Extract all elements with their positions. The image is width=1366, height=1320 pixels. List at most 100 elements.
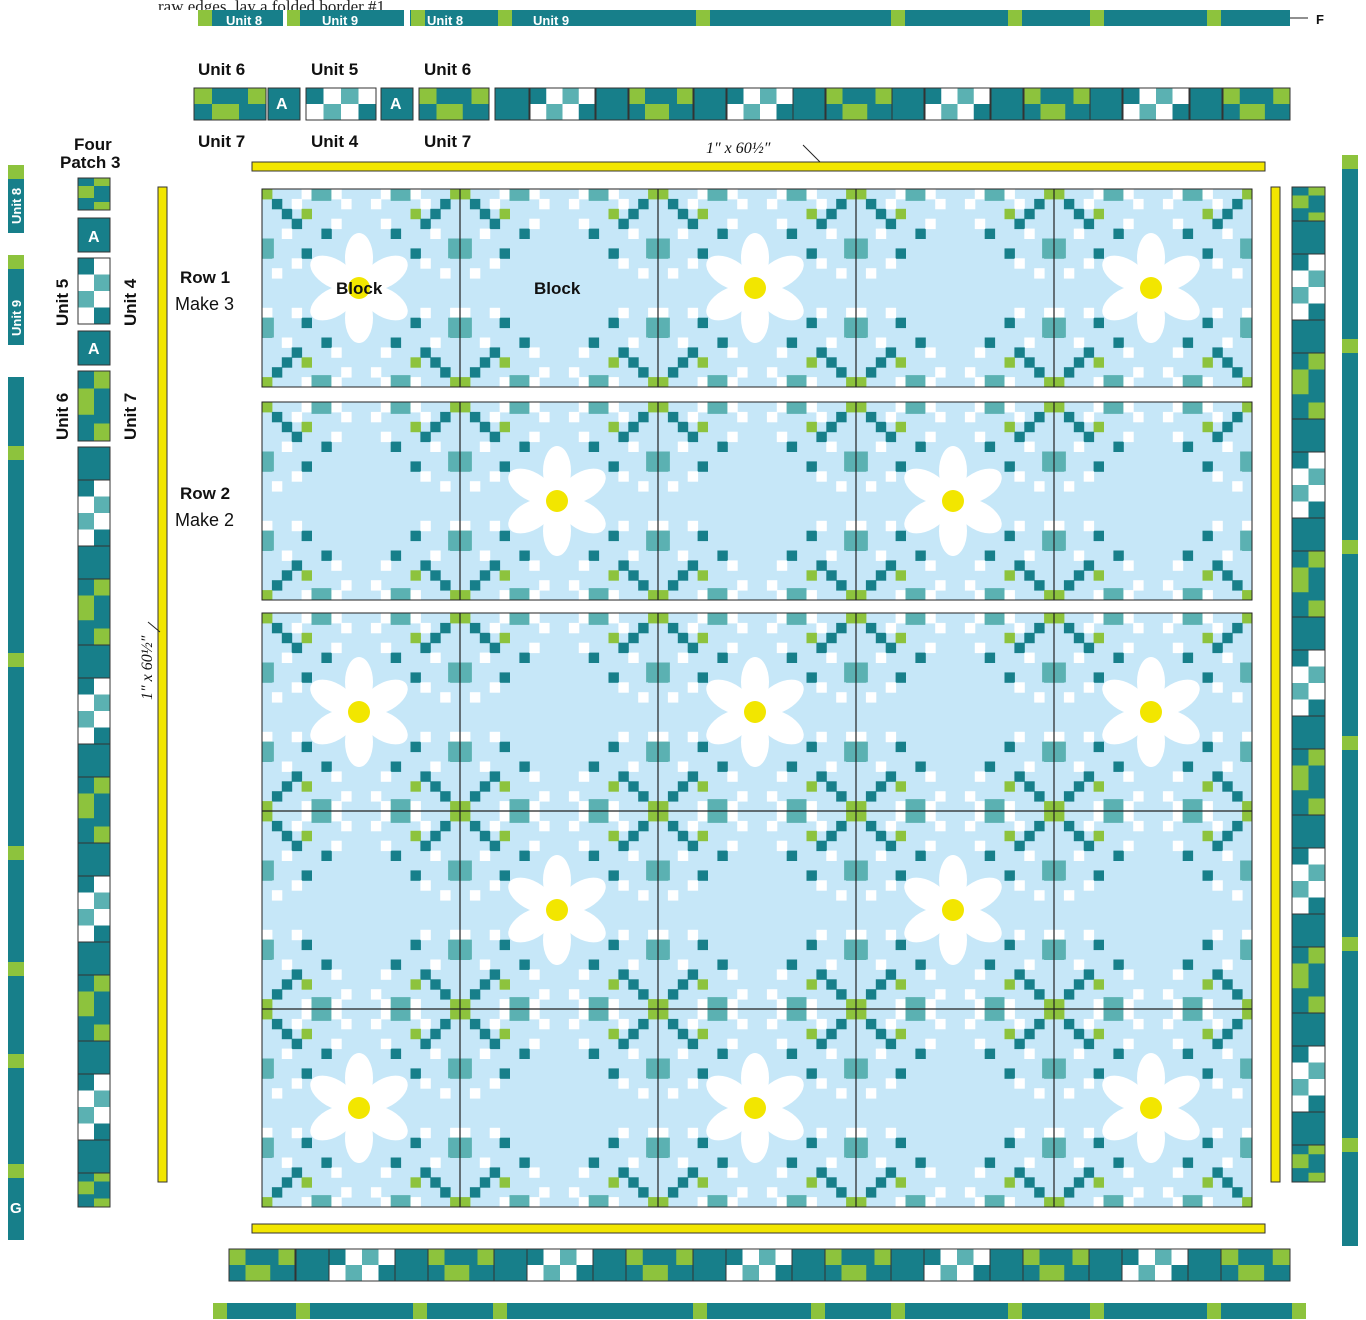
edge-bar — [708, 588, 728, 600]
inner-patch — [529, 432, 539, 442]
inner-patch — [1005, 742, 1015, 752]
inner-patch — [886, 471, 896, 481]
block-patch — [816, 821, 826, 831]
block-patch — [965, 580, 975, 590]
block-patch — [876, 209, 886, 219]
unit-patch — [1292, 452, 1309, 469]
inner-patch — [807, 742, 817, 752]
edge-bar — [856, 531, 868, 551]
block-patch — [896, 831, 906, 841]
block-patch — [876, 653, 886, 663]
inner-patch — [381, 1167, 391, 1177]
unit-block — [1190, 88, 1222, 120]
block-patch — [450, 590, 460, 600]
block-patch — [678, 781, 688, 791]
edge-bar — [1240, 861, 1252, 881]
unit-patch — [212, 104, 239, 120]
block-patch — [1242, 402, 1252, 412]
inner-patch — [925, 432, 935, 442]
block-patch — [262, 801, 272, 811]
block-patch — [381, 613, 391, 623]
quilt-block — [856, 613, 1055, 812]
block-patch — [1203, 402, 1213, 412]
block-patch — [807, 1009, 817, 1019]
block-patch — [470, 692, 480, 702]
block-patch — [1094, 831, 1104, 841]
block-patch — [668, 481, 678, 491]
block-patch — [450, 613, 460, 623]
inner-patch — [1094, 531, 1104, 541]
block-patch — [658, 613, 668, 623]
edge-bar — [787, 811, 807, 823]
inner-patch — [896, 742, 906, 752]
inner-patch — [717, 851, 727, 861]
block-patch — [539, 791, 549, 801]
block-patch — [411, 831, 421, 841]
block-patch — [1203, 570, 1213, 580]
block-patch — [638, 412, 648, 422]
unit-patch — [1309, 187, 1326, 196]
block-patch — [1044, 999, 1054, 1009]
block-patch — [836, 692, 846, 702]
border-green — [1008, 10, 1022, 26]
edge-bar — [460, 663, 472, 683]
unit-patch — [1221, 1249, 1238, 1265]
inner-patch — [777, 771, 787, 781]
block-patch — [777, 1009, 787, 1019]
block-patch — [925, 189, 935, 199]
inner-patch — [925, 1167, 935, 1177]
top-unit9-label-2: Unit 9 — [533, 13, 569, 28]
inner-patch — [915, 442, 925, 452]
block-patch — [1074, 851, 1084, 861]
block-patch — [698, 1029, 708, 1039]
block-patch — [1014, 347, 1024, 357]
inner-patch — [1183, 442, 1193, 452]
dimension-leader — [803, 145, 820, 162]
block-patch — [490, 623, 500, 633]
edge-bar — [708, 613, 728, 625]
inner-patch — [1123, 347, 1133, 357]
quilt-block — [1054, 189, 1253, 388]
edge-bar — [856, 940, 868, 960]
unit-block — [78, 942, 110, 975]
block-patch — [886, 432, 896, 442]
block-patch — [272, 412, 282, 422]
block-patch — [618, 821, 628, 831]
unit-patch — [379, 1265, 396, 1281]
block-patch — [1094, 189, 1104, 199]
block-patch — [440, 268, 450, 278]
block-patch — [975, 377, 985, 387]
block-patch — [816, 841, 826, 851]
block-patch — [698, 781, 708, 791]
block-patch — [1064, 890, 1074, 900]
block-patch — [609, 422, 619, 432]
block-patch — [668, 821, 678, 831]
inner-patch — [787, 1158, 797, 1168]
inner-patch — [777, 560, 787, 570]
edge-bar — [985, 811, 1005, 823]
block-patch — [480, 442, 490, 452]
block-patch — [698, 1177, 708, 1187]
unit-patch — [306, 88, 324, 104]
block-patch — [816, 969, 826, 979]
block-patch — [777, 189, 787, 199]
block-patch — [1084, 1167, 1094, 1177]
inner-patch — [698, 248, 708, 258]
block-patch — [628, 831, 638, 841]
block-patch — [282, 570, 292, 580]
block-patch — [688, 623, 698, 633]
block-patch — [638, 199, 648, 209]
block-patch — [688, 771, 698, 781]
inner-patch — [490, 1078, 500, 1088]
edge-bar — [391, 997, 411, 1009]
block-patch — [777, 999, 787, 1009]
block-patch — [341, 412, 351, 422]
inner-patch — [1123, 969, 1133, 979]
block-patch — [341, 623, 351, 633]
unit-patch — [78, 794, 94, 819]
block-patch — [846, 377, 856, 387]
block-patch — [866, 481, 876, 491]
block-patch — [975, 811, 985, 821]
inner-patch — [816, 258, 826, 268]
block-patch — [688, 643, 698, 653]
